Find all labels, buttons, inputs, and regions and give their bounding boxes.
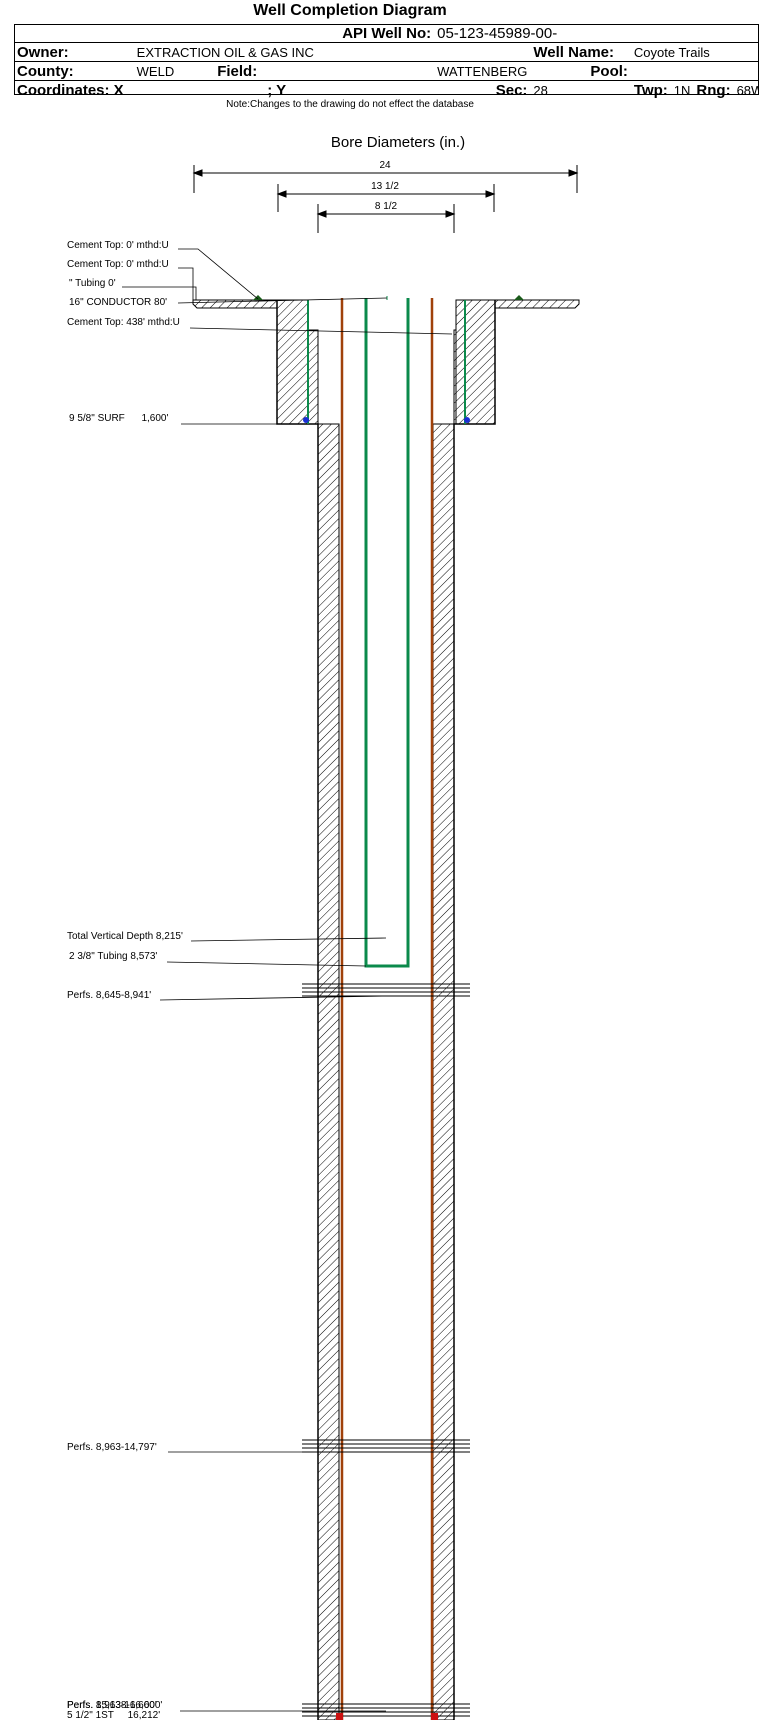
dimension-8-5-label: 8 1/2 bbox=[375, 201, 398, 212]
database-note: Note:Changes to the drawing do not effec… bbox=[226, 99, 474, 110]
label-production-casing: 5 1/2" 1ST 16,212' bbox=[67, 1710, 160, 1720]
label-cement-top-2: Cement Top: 0' mthd:U bbox=[67, 259, 169, 270]
bore-diameters-title: Bore Diameters (in.) bbox=[331, 134, 465, 151]
label-conductor: 16" CONDUCTOR 80' bbox=[69, 297, 167, 308]
bottom-marker-right bbox=[431, 1713, 438, 1720]
api-value: 05-123-45989-00- bbox=[437, 24, 558, 42]
surface-casing-outline bbox=[276, 300, 496, 1720]
rng-value: 68W bbox=[733, 80, 759, 99]
tubing-string bbox=[364, 298, 410, 968]
field-value: WATTENBERG bbox=[434, 61, 531, 81]
pool-value bbox=[630, 61, 759, 81]
surface-shoe-marker-left bbox=[303, 417, 309, 423]
label-tubing: 2 3/8" Tubing 8,573' bbox=[69, 951, 157, 962]
twp-label: Twp: bbox=[630, 80, 671, 99]
cement-top-marker-left bbox=[253, 295, 263, 300]
label-tvd: Total Vertical Depth 8,215' bbox=[67, 931, 183, 942]
label-cement-top-3: Cement Top: 438' mthd:U bbox=[67, 317, 180, 328]
county-label: County: bbox=[14, 61, 77, 81]
production-cement bbox=[307, 329, 457, 1720]
label-surf-casing: 9 5/8" SURF 1,600' bbox=[69, 413, 168, 424]
perfs-3 bbox=[302, 1703, 470, 1717]
label-perfs-3: Perfs. 15,138-16,600' bbox=[67, 1700, 162, 1711]
coords-y-label: ; Y bbox=[177, 80, 435, 99]
well-header-table: API Well No: 05-123-45989-00- Owner: EXT… bbox=[14, 24, 759, 99]
label-tubing-0: " Tubing 0' bbox=[69, 278, 116, 289]
county-value: WELD bbox=[76, 61, 178, 81]
well-name-label: Well Name: bbox=[530, 42, 631, 62]
api-label: API Well No: bbox=[342, 24, 432, 42]
label-cement-top-1: Cement Top: 0' mthd:U bbox=[67, 240, 169, 251]
page-title: Well Completion Diagram bbox=[253, 2, 447, 19]
conductor-flange bbox=[192, 299, 580, 309]
sec-label: Sec: bbox=[434, 80, 531, 99]
field-label: Field: bbox=[177, 61, 435, 81]
surface-casing-green bbox=[307, 300, 466, 424]
well-name-value: Coyote Trails bbox=[630, 42, 759, 62]
dimension-13-5-label: 13 1/2 bbox=[371, 181, 399, 192]
twp-value: 1N bbox=[670, 80, 694, 99]
production-casing bbox=[340, 298, 434, 1720]
coords-x-label: Coordinates: X bbox=[14, 80, 178, 99]
bottom-marker-left bbox=[336, 1713, 343, 1720]
cement-top-marker-right bbox=[514, 295, 524, 300]
dimension-8-5 bbox=[316, 204, 456, 233]
callout-leaders bbox=[122, 248, 453, 1712]
label-perfs-1: Perfs. 8,645-8,941' bbox=[67, 990, 151, 1001]
sec-value: 28 bbox=[530, 80, 631, 99]
pool-label: Pool: bbox=[530, 61, 631, 81]
owner-value: EXTRACTION OIL & GAS INC bbox=[76, 42, 531, 62]
dimension-24-label: 24 bbox=[379, 160, 391, 171]
dimension-24 bbox=[192, 165, 579, 193]
dimension-13-5 bbox=[276, 184, 496, 212]
surface-shoe-marker-right bbox=[464, 417, 470, 423]
label-perfs-2: Perfs. 8,963-14,797' bbox=[67, 1442, 157, 1453]
owner-label: Owner: bbox=[14, 42, 77, 62]
label-perfs-4: Perfs. 8,963-16,600' bbox=[67, 1700, 157, 1711]
rng-label: Rng: bbox=[693, 80, 734, 99]
